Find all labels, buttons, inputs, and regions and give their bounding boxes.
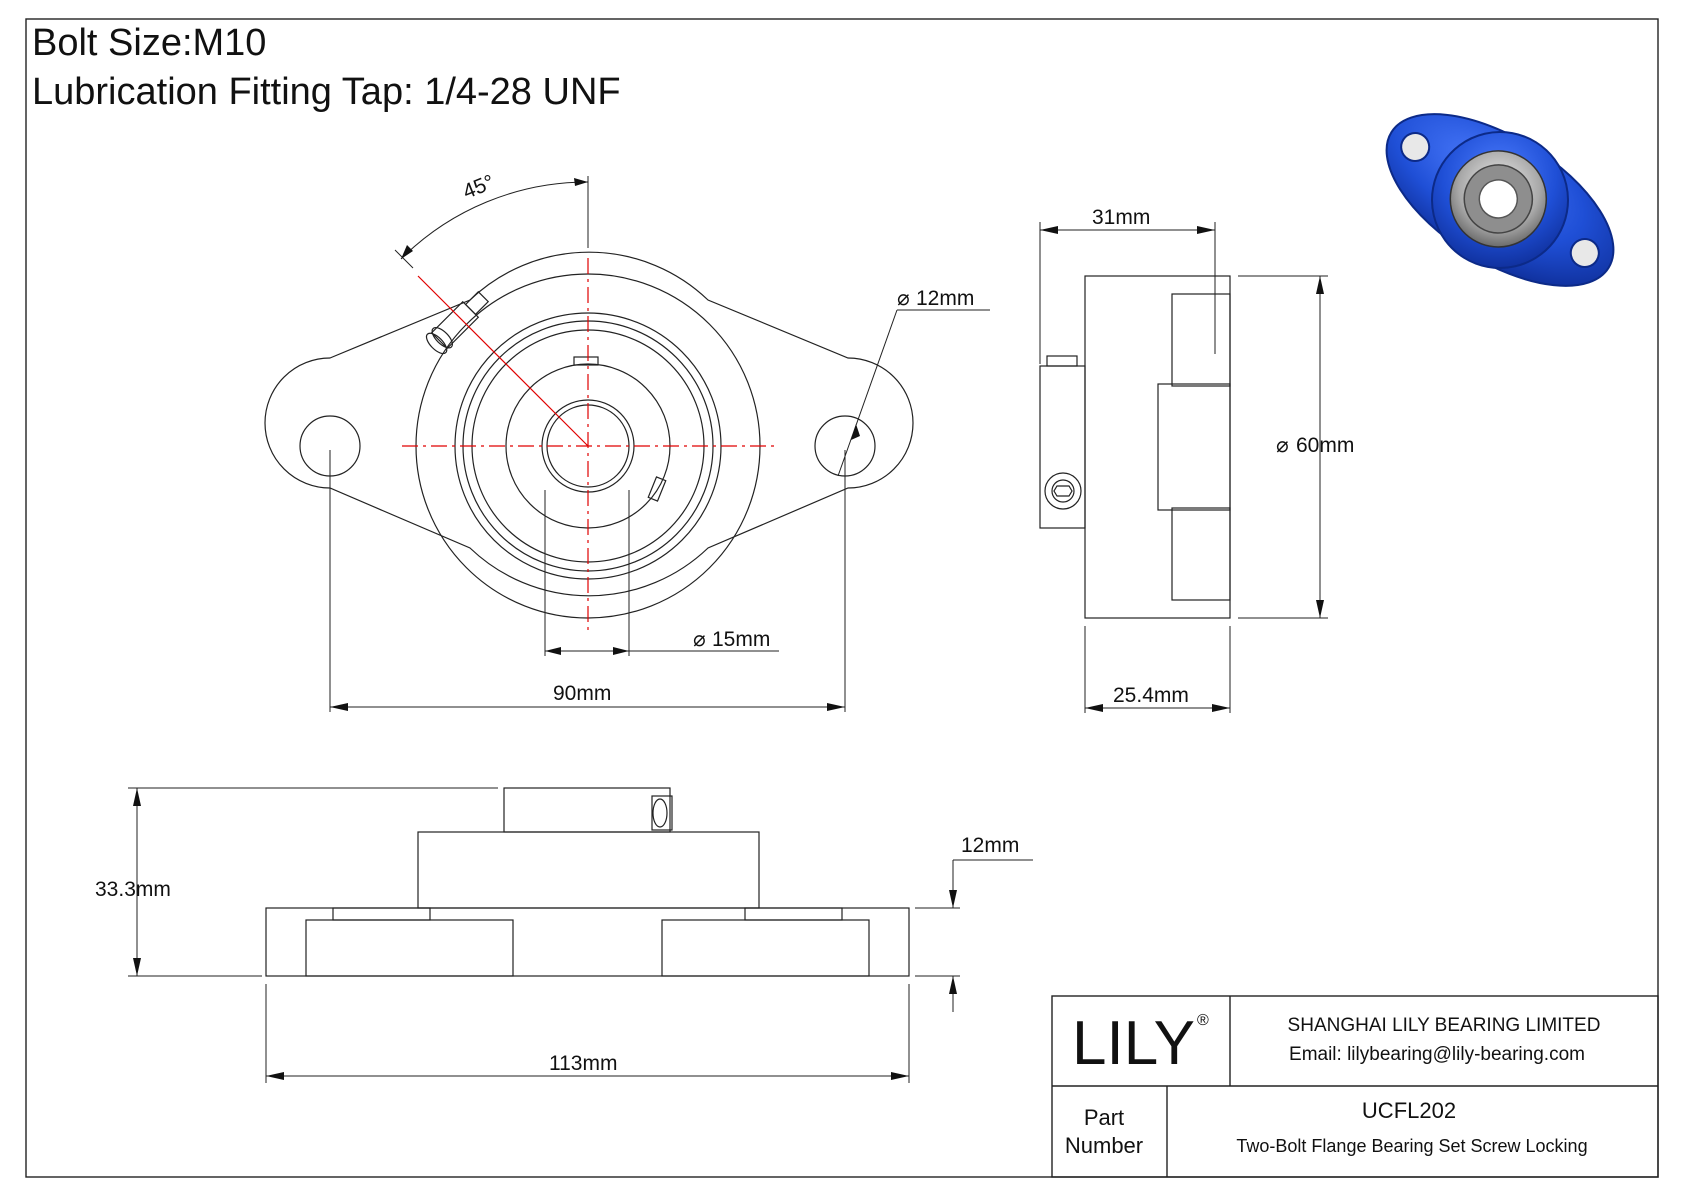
- dia-symbol-housing: ⌀: [1276, 434, 1289, 457]
- set-screw-top: [573, 356, 599, 366]
- dia-symbol-bolt: ⌀: [897, 287, 910, 310]
- bore-dim-label: 15mm: [712, 628, 770, 651]
- set-screw-side: [647, 476, 667, 502]
- lubrication-label: Lubrication Fitting Tap: 1/4-28 UNF: [32, 71, 621, 113]
- angle-dim-label: 45°: [460, 171, 498, 204]
- side-inner-ring: [1039, 365, 1086, 529]
- grease-fitting: [425, 290, 490, 355]
- bottom-flange: [265, 907, 910, 977]
- title-block: LILY ® SHANGHAI LILY BEARING LIMITED Ema…: [1051, 995, 1659, 1178]
- front-view: 45° ⌀ 12mm ⌀ 15mm 90mm: [264, 171, 990, 712]
- part-label: Part: [1084, 1105, 1124, 1130]
- bolt-hole-dim-label: 12mm: [916, 287, 974, 310]
- height-dim-label: 33.3mm: [95, 878, 171, 901]
- registered-mark: ®: [1197, 1012, 1209, 1029]
- bottom-set-screw: [651, 795, 673, 831]
- part-description: Two-Bolt Flange Bearing Set Screw Lockin…: [1236, 1136, 1587, 1156]
- number-label: Number: [1065, 1133, 1143, 1158]
- side-view: 31mm ⌀ 60mm 25.4mm: [1039, 206, 1354, 713]
- lily-logo: LILY: [1072, 1009, 1195, 1078]
- company-email: Email: lilybearing@lily-bearing.com: [1289, 1044, 1585, 1065]
- side-set-screw: [1044, 472, 1082, 510]
- inner-width-dim-label: 25.4mm: [1113, 684, 1189, 707]
- sheet-border: [25, 18, 1659, 1178]
- company-name: SHANGHAI LILY BEARING LIMITED: [1288, 1015, 1601, 1036]
- diagonal-centerline: [417, 275, 589, 447]
- dia-symbol-bore: ⌀: [693, 628, 706, 651]
- bottom-housing: [417, 831, 760, 909]
- flange-outline: [264, 251, 914, 597]
- flange-thickness-dim-label: 12mm: [961, 834, 1019, 857]
- width-dim-label: 31mm: [1092, 206, 1150, 229]
- bolt-spacing-dim-label: 90mm: [553, 682, 611, 705]
- overall-length-dim-label: 113mm: [549, 1052, 617, 1075]
- housing-dia-dim-label: 60mm: [1296, 434, 1354, 457]
- bottom-inner-ring: [503, 787, 671, 833]
- bottom-view: 33.3mm 12mm 113mm: [95, 787, 1033, 1083]
- bearing-3d-icon: [1385, 113, 1615, 287]
- part-number: UCFL202: [1362, 1098, 1456, 1123]
- side-set-screw-top: [1046, 355, 1078, 367]
- bolt-size-label: Bolt Size:M10: [32, 22, 266, 64]
